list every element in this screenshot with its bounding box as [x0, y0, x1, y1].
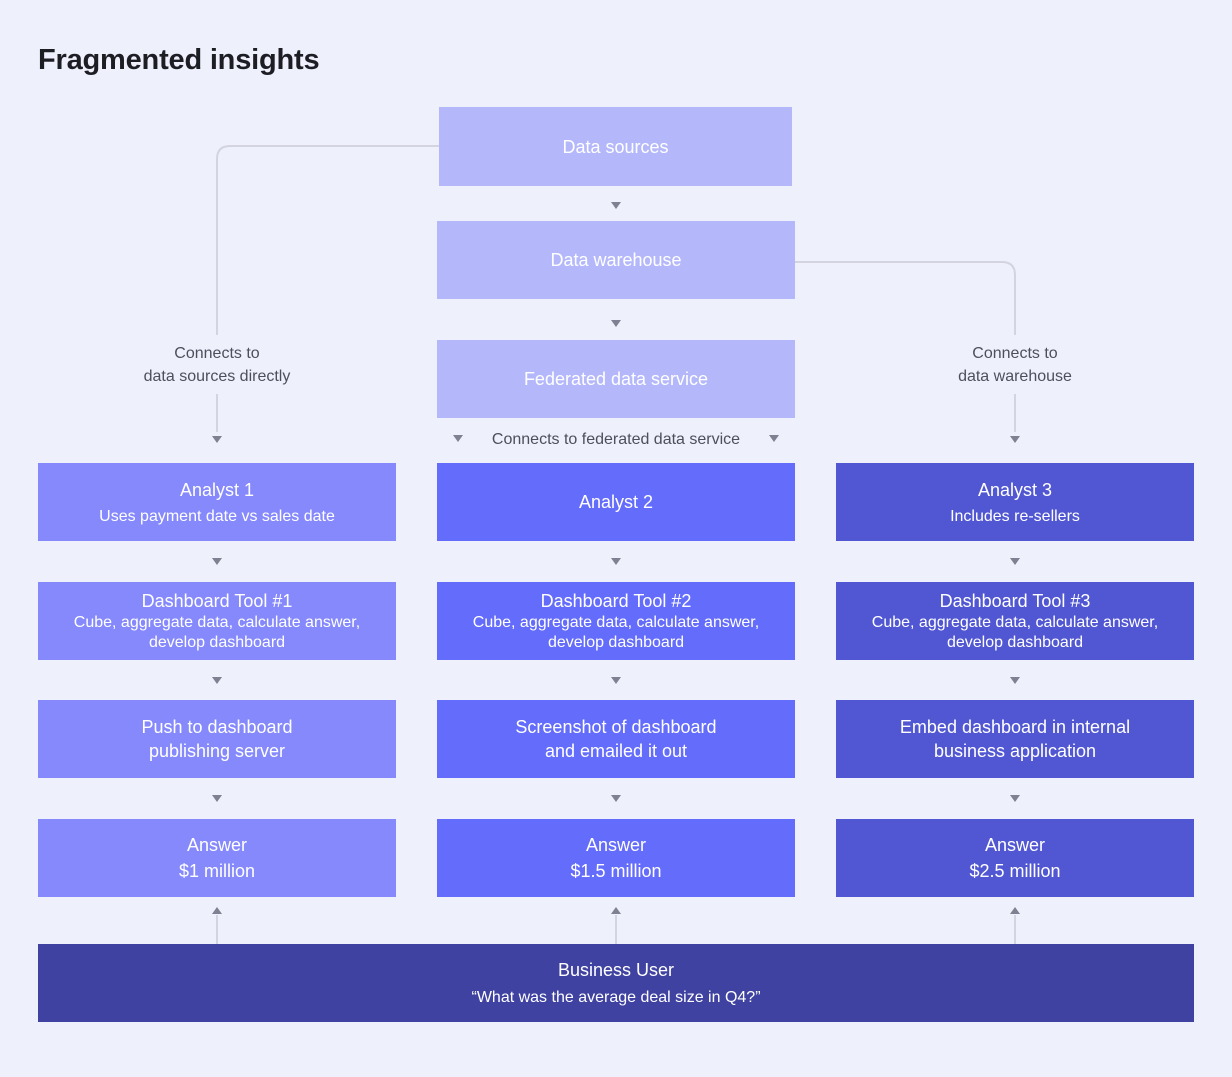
arrow-down-icon — [212, 436, 222, 443]
dashboard-tool-1-desc1: Cube, aggregate data, calculate answer, — [73, 614, 361, 631]
dashboard-tool-2-title: Dashboard Tool #2 — [540, 591, 692, 611]
dashboard-tool-2-desc2: develop dashboard — [547, 634, 685, 651]
arrow-up-icon — [212, 907, 222, 914]
data-sources-box: Data sources — [439, 107, 792, 186]
data-warehouse-label: Data warehouse — [550, 250, 682, 270]
answer-1-value: $1 million — [178, 861, 256, 881]
arrow-up-icon — [1010, 907, 1020, 914]
analyst-1-title: Analyst 1 — [179, 479, 255, 500]
answer-3-value: $2.5 million — [969, 861, 1061, 881]
connects-sources-line1: Connects to — [174, 345, 260, 362]
connects-federated-label: Connects to federated data service — [491, 431, 741, 448]
publish-2-box: Screenshot of dashboard and emailed it o… — [437, 700, 795, 778]
arrow-down-icon — [212, 795, 222, 802]
connects-sources-line2: data sources directly — [143, 368, 291, 385]
dashboard-tool-1-desc2: develop dashboard — [148, 634, 286, 651]
analyst-1-note: Uses payment date vs sales date — [99, 507, 335, 525]
arrow-down-icon — [611, 202, 621, 209]
dashboard-tool-3-desc1: Cube, aggregate data, calculate answer, — [871, 614, 1159, 631]
federated-data-service-label: Federated data service — [523, 369, 709, 389]
analyst-2-box: Analyst 2 — [437, 463, 795, 541]
answer-3-box: Answer $2.5 million — [836, 819, 1194, 897]
answer-2-value: $1.5 million — [570, 861, 662, 881]
answer-1-label: Answer — [186, 835, 248, 855]
dashboard-tool-2-box: Dashboard Tool #2 Cube, aggregate data, … — [437, 582, 795, 660]
connects-warehouse-label: Connects to data warehouse — [915, 342, 1115, 388]
business-user-question: “What was the average deal size in Q4?” — [471, 989, 761, 1006]
dashboard-tool-3-box: Dashboard Tool #3 Cube, aggregate data, … — [836, 582, 1194, 660]
answer-2-label: Answer — [585, 835, 647, 855]
business-user-box: Business User “What was the average deal… — [38, 944, 1194, 1022]
data-warehouse-box: Data warehouse — [437, 221, 795, 299]
analyst-3-title: Analyst 3 — [977, 479, 1053, 500]
dashboard-tool-1-title: Dashboard Tool #1 — [141, 591, 293, 611]
analyst-1-box: Analyst 1 Uses payment date vs sales dat… — [38, 463, 396, 541]
publish-3-line1: Embed dashboard in internal — [899, 717, 1131, 737]
answer-3-label: Answer — [984, 835, 1046, 855]
arrow-up-icon — [611, 907, 621, 914]
connects-sources-label: Connects to data sources directly — [117, 342, 317, 388]
federated-data-service-box: Federated data service — [437, 340, 795, 418]
dashboard-tool-2-desc1: Cube, aggregate data, calculate answer, — [472, 614, 760, 631]
arrow-down-icon — [1010, 795, 1020, 802]
dashboard-tool-1-box: Dashboard Tool #1 Cube, aggregate data, … — [38, 582, 396, 660]
publish-1-line1: Push to dashboard — [141, 717, 293, 737]
publish-1-box: Push to dashboard publishing server — [38, 700, 396, 778]
arrow-down-icon — [453, 435, 463, 442]
arrow-down-icon — [212, 677, 222, 684]
publish-3-box: Embed dashboard in internal business app… — [836, 700, 1194, 778]
publish-1-line2: publishing server — [148, 741, 286, 761]
arrow-down-icon — [769, 435, 779, 442]
dashboard-tool-3-desc2: develop dashboard — [946, 634, 1084, 651]
page-title: Fragmented insights — [38, 44, 320, 76]
business-user-title: Business User — [557, 960, 675, 980]
analyst-3-note: Includes re-sellers — [950, 507, 1080, 525]
publish-2-line1: Screenshot of dashboard — [515, 717, 717, 737]
arrow-down-icon — [611, 795, 621, 802]
analyst-3-box: Analyst 3 Includes re-sellers — [836, 463, 1194, 541]
answer-2-box: Answer $1.5 million — [437, 819, 795, 897]
answer-1-box: Answer $1 million — [38, 819, 396, 897]
arrow-down-icon — [611, 558, 621, 565]
publish-2-line2: and emailed it out — [544, 741, 688, 761]
arrow-down-icon — [212, 558, 222, 565]
arrow-down-icon — [611, 677, 621, 684]
data-sources-label: Data sources — [562, 136, 669, 157]
arrow-down-icon — [611, 320, 621, 327]
arrow-down-icon — [1010, 677, 1020, 684]
arrow-down-icon — [1010, 436, 1020, 443]
connects-warehouse-line1: Connects to — [972, 345, 1058, 362]
analyst-2-title: Analyst 2 — [578, 492, 654, 512]
arrow-down-icon — [1010, 558, 1020, 565]
connects-warehouse-line2: data warehouse — [958, 368, 1072, 385]
dashboard-tool-3-title: Dashboard Tool #3 — [939, 591, 1091, 611]
publish-3-line2: business application — [933, 741, 1097, 761]
